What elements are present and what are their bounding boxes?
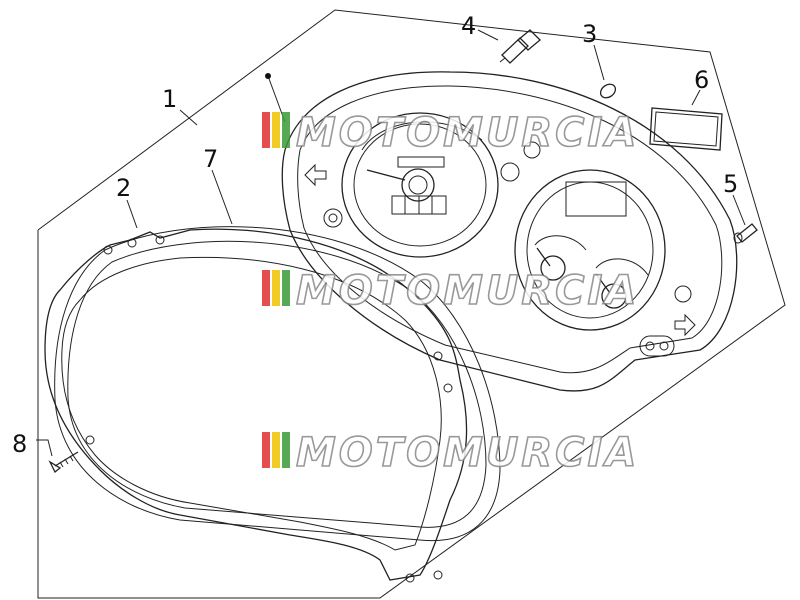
leader-lines — [36, 29, 746, 457]
bulb-holder — [733, 223, 758, 244]
watermark-text: MOTOMURCIA — [296, 268, 639, 314]
speedometer-dial — [341, 112, 499, 258]
gauge-dial — [514, 169, 666, 331]
callout-part-3: 3 — [582, 20, 597, 48]
callout-part-5: 5 — [723, 170, 738, 198]
callout-part-2: 2 — [116, 174, 131, 202]
screw — [48, 451, 79, 474]
watermark-top: MOTOMURCIA — [262, 109, 639, 157]
callout-part-4: 4 — [461, 12, 476, 40]
callout-part-7: 7 — [203, 145, 218, 173]
callout-part-8: 8 — [12, 430, 27, 458]
watermark-text: MOTOMURCIA — [296, 430, 639, 476]
cluster-frame — [44, 228, 468, 583]
instrument-cluster — [281, 71, 738, 392]
cluster-lens — [54, 226, 501, 542]
display-module — [649, 107, 723, 151]
bulb — [599, 83, 617, 99]
sensor-switch — [499, 29, 541, 64]
callout-part-1: 1 — [162, 85, 177, 113]
callout-part-6: 6 — [694, 66, 709, 94]
watermark-text: MOTOMURCIA — [296, 110, 639, 156]
watermark-middle: MOTOMURCIA — [262, 267, 639, 315]
assembly-outline — [37, 9, 786, 599]
watermark-bottom: MOTOMURCIA — [262, 429, 639, 477]
